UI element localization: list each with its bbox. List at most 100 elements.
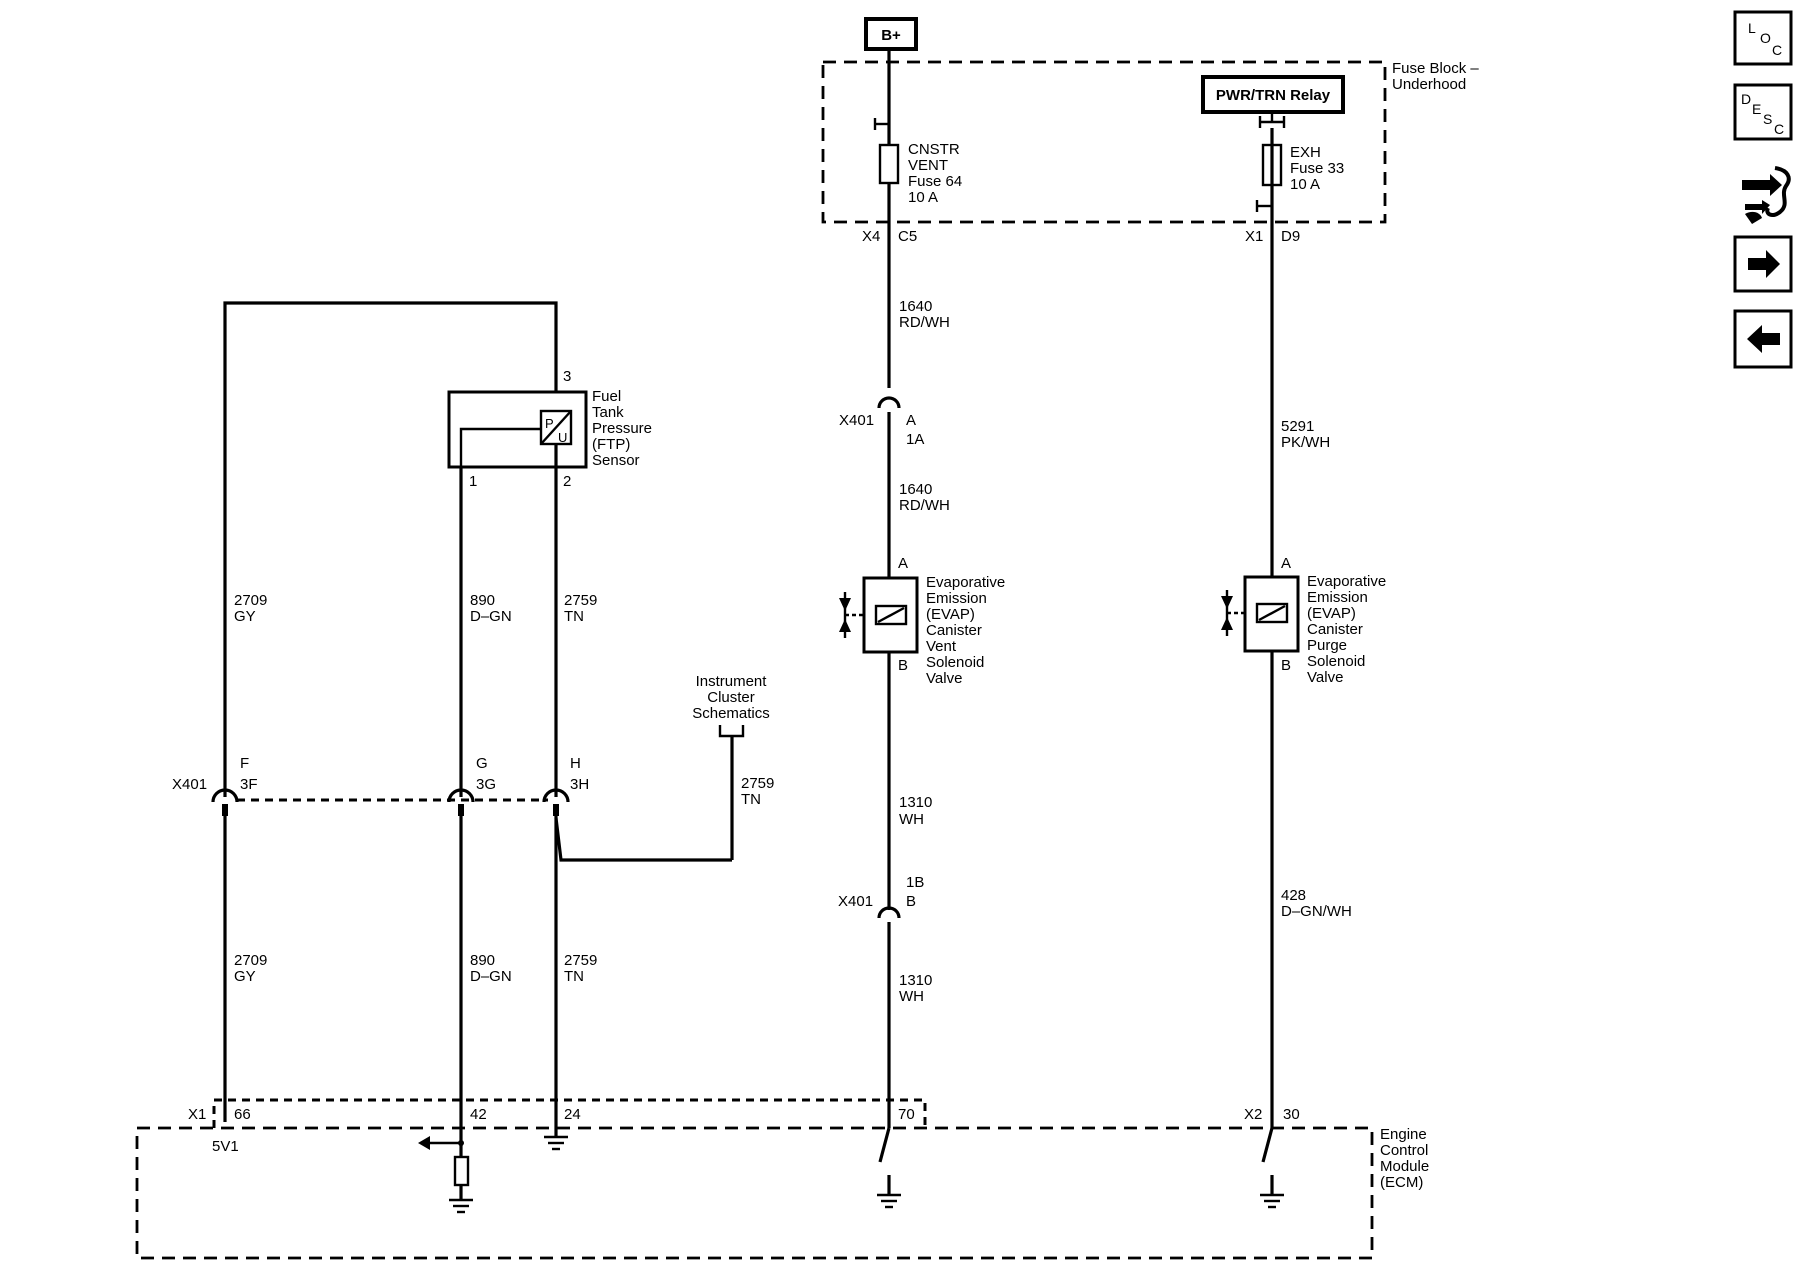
pin-b-bottom: B xyxy=(906,893,916,910)
wire-1310a-number: 1310 xyxy=(899,794,932,811)
wire-2709a-color: GY xyxy=(234,608,256,625)
connector-x1-bottom: X1 xyxy=(188,1106,206,1123)
ic-ref-3: Schematics xyxy=(692,705,770,722)
connector-x401-b: X401 xyxy=(838,893,873,910)
wire-2759-to-ic xyxy=(554,817,732,862)
wire-2709a-number: 2709 xyxy=(234,592,267,609)
purge-solenoid-name-5: Purge xyxy=(1307,637,1347,654)
ic-reference-bracket-icon xyxy=(718,725,745,860)
connector-x401-g-icon xyxy=(447,788,475,816)
wire-890b-number: 890 xyxy=(470,952,495,969)
wire-5291-color: PK/WH xyxy=(1281,434,1330,451)
wire-2759b-number: 2759 xyxy=(564,952,597,969)
wire-1310a-color: WH xyxy=(899,811,924,828)
ftp-sensor-symbol-icon: P U xyxy=(539,409,573,446)
fuse-block-label-1: Fuse Block – xyxy=(1392,60,1479,77)
vent-driver-ground-icon xyxy=(877,1127,901,1209)
ecm-x1-connector-boundary xyxy=(212,1098,927,1128)
wire-2759a-color: TN xyxy=(564,608,584,625)
wire-2709b-color: GY xyxy=(234,968,256,985)
svg-text:S: S xyxy=(1763,111,1772,127)
ecm-pin-42: 42 xyxy=(470,1106,487,1123)
purge-solenoid-name-6: Solenoid xyxy=(1307,653,1365,670)
wire-1640a-color: RD/WH xyxy=(899,314,950,331)
ftp-name-5: Sensor xyxy=(592,452,640,469)
fuse33-line-3: 10 A xyxy=(1290,176,1320,193)
pin-3f: 3F xyxy=(240,776,258,793)
wire-5291-number: 5291 xyxy=(1281,418,1314,435)
connector-x401-a-icon xyxy=(877,396,901,592)
connector-x2: X2 xyxy=(1244,1106,1262,1123)
purge-solenoid-name-1: Evaporative xyxy=(1307,573,1386,590)
ecm-pin-66: 66 xyxy=(234,1106,251,1123)
ecm-label-1: Engine xyxy=(1380,1126,1427,1143)
purge-driver-ground-icon xyxy=(1260,1127,1284,1209)
vent-solenoid-icon xyxy=(839,576,919,654)
connector-x401-h-icon xyxy=(542,788,570,816)
pin-3g: 3G xyxy=(476,776,496,793)
ic-ref-1: Instrument xyxy=(696,673,768,690)
vent-solenoid-name-1: Evaporative xyxy=(926,574,1005,591)
vent-solenoid-pin-a: A xyxy=(898,555,908,572)
wire-428-color: D–GN/WH xyxy=(1281,903,1352,920)
wire-ftp-signal-internal xyxy=(459,427,541,467)
wire-2759b-color: TN xyxy=(564,968,584,985)
wire-428-number: 428 xyxy=(1281,887,1306,904)
ecm-label-4: (ECM) xyxy=(1380,1174,1423,1191)
description-icon[interactable]: D E S C xyxy=(1733,83,1793,141)
ftp-pin-1: 1 xyxy=(469,473,477,490)
purge-solenoid-name-4: Canister xyxy=(1307,621,1363,638)
wire-890a-number: 890 xyxy=(470,592,495,609)
ecm-label-3: Module xyxy=(1380,1158,1429,1175)
next-arrow-icon[interactable] xyxy=(1733,235,1793,293)
fuse64-line-4: 10 A xyxy=(908,189,938,206)
ecm-signal-input-icon xyxy=(418,1136,473,1214)
svg-text:L: L xyxy=(1748,20,1756,36)
ftp-pin-2: 2 xyxy=(563,473,571,490)
connector-x401-left: X401 xyxy=(172,776,207,793)
purge-solenoid-name-3: (EVAP) xyxy=(1307,605,1356,622)
pin-a-top: A xyxy=(906,412,916,429)
svg-text:O: O xyxy=(1760,30,1771,46)
fuse64-line-3: Fuse 64 xyxy=(908,173,962,190)
svg-text:U: U xyxy=(558,430,567,445)
battery-positive-box xyxy=(864,17,918,51)
ecm-low-reference-ground-icon xyxy=(544,1135,568,1151)
pin-1a: 1A xyxy=(906,431,924,448)
fuse64-line-2: VENT xyxy=(908,157,948,174)
wire-1640a-number: 1640 xyxy=(899,298,932,315)
wire-2759a-number: 2759 xyxy=(564,592,597,609)
connector-x401-a: X401 xyxy=(839,412,874,429)
connector-x4: X4 xyxy=(862,228,880,245)
svg-text:E: E xyxy=(1752,101,1761,117)
previous-arrow-icon[interactable] xyxy=(1733,309,1793,369)
ecm-boundary xyxy=(135,1126,1374,1260)
pin-3h: 3H xyxy=(570,776,589,793)
vent-solenoid-name-3: (EVAP) xyxy=(926,606,975,623)
ftp-pin-3: 3 xyxy=(563,368,571,385)
purge-solenoid-pin-a: A xyxy=(1281,555,1291,572)
pin-g: G xyxy=(476,755,488,772)
fuse-64-icon xyxy=(873,118,900,185)
fuse64-line-1: CNSTR xyxy=(908,141,960,158)
connector-tools-icon[interactable] xyxy=(1742,166,1791,224)
ftp-name-1: Fuel xyxy=(592,388,621,405)
pin-f: F xyxy=(240,755,249,772)
pin-c5: C5 xyxy=(898,228,917,245)
ftp-name-2: Tank xyxy=(592,404,624,421)
pwr-trn-relay-label: PWR/TRN Relay xyxy=(1216,87,1331,104)
location-icon[interactable]: L O C xyxy=(1733,10,1793,66)
pwr-trn-relay-box xyxy=(1201,75,1345,114)
purge-solenoid-icon xyxy=(1221,575,1300,653)
ftp-name-3: Pressure xyxy=(592,420,652,437)
vent-solenoid-name-6: Solenoid xyxy=(926,654,984,671)
wire-2709b-number: 2709 xyxy=(234,952,267,969)
ecm-pin-70: 70 xyxy=(898,1106,915,1123)
pin-d9: D9 xyxy=(1281,228,1300,245)
svg-text:P: P xyxy=(545,416,554,431)
svg-text:C: C xyxy=(1772,42,1782,58)
battery-positive-label: B+ xyxy=(881,27,901,44)
wire-2759-ic-color: TN xyxy=(741,791,761,808)
fuse-block-boundary xyxy=(821,60,1387,224)
